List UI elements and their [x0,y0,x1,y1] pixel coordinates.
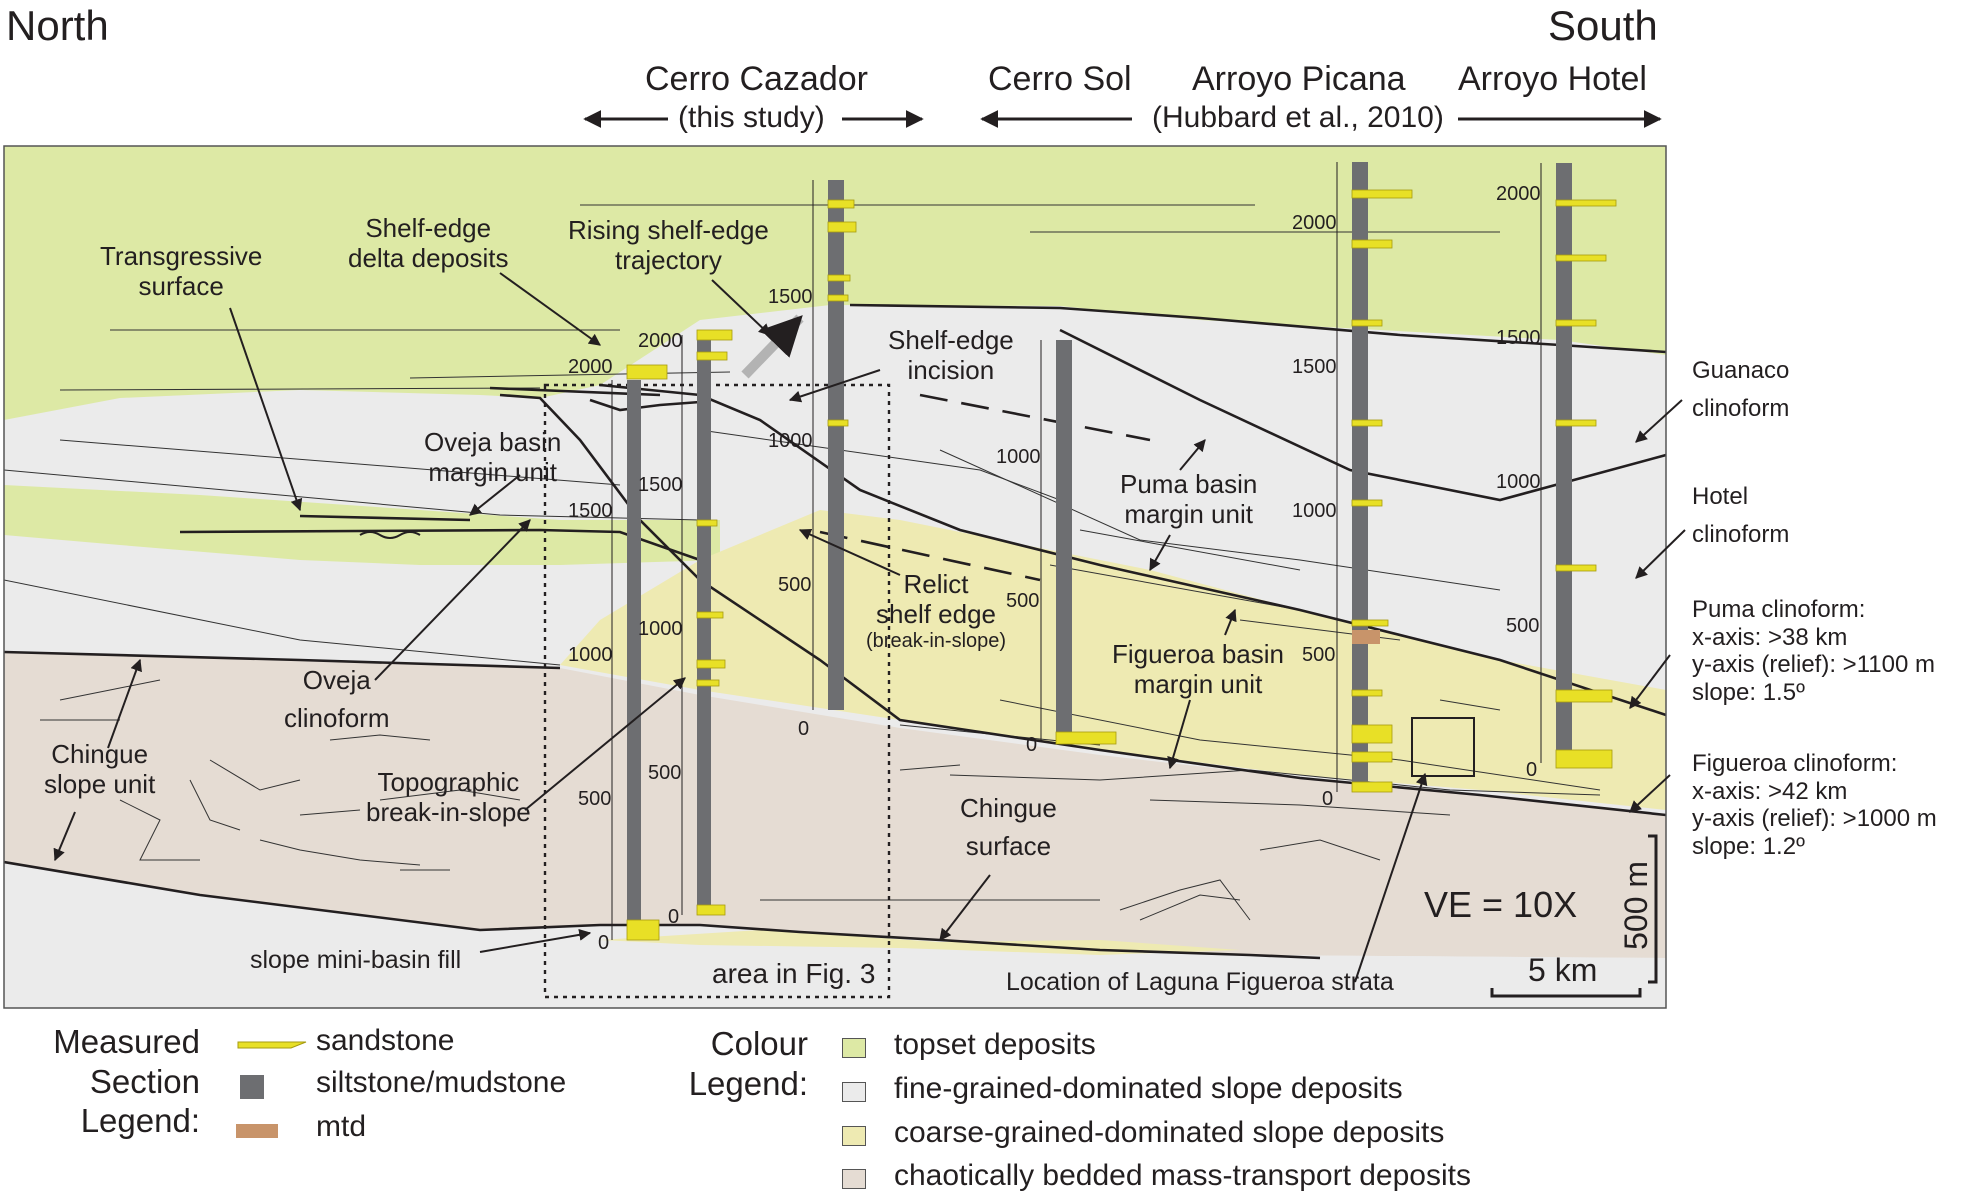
ve-label: VE = 10X [1424,884,1578,925]
s2-tick-500: 500 [648,762,682,784]
s5-tick-0: 0 [1322,788,1334,810]
s4-tick-500: 500 [1006,590,1040,612]
oveja-lower-line [4,650,561,670]
s2-tick-2000: 2000 [638,330,683,352]
scale-km-label: 5 km [1528,952,1598,988]
s5-tick-500: 500 [1302,644,1336,666]
puma-clinoform-line [599,383,1666,717]
cerro-sol-label: Cerro Sol [988,60,1132,98]
arroyo-hotel-label: Arroyo Hotel [1458,60,1647,98]
scale-m-label: 500 m [1618,860,1655,950]
s3-tick-1000: 1000 [768,430,813,452]
s3-tick-1500: 1500 [768,286,813,308]
relict-dash-lower [819,530,1041,582]
arroyo-picana-label: Arroyo Picana [1192,60,1406,98]
legend-coarse-slope: coarse-grained-dominated slope deposits [894,1116,1445,1149]
scale-bar-vertical [1648,834,1658,984]
legend-topset: topset deposits [894,1028,1096,1061]
s1-tick-1000: 1000 [568,644,613,666]
s3-tick-0: 0 [798,718,810,740]
s6-tick-2000: 2000 [1496,183,1541,205]
guanaco-clinoform-line [849,303,1666,354]
s5-tick-1000: 1000 [1292,500,1337,522]
measured-section-2 [697,335,711,915]
s5-tick-2000: 2000 [1292,212,1337,234]
s4-tick-0: 0 [1026,734,1038,756]
mtd-region [4,652,1666,958]
s6-tick-0: 0 [1526,759,1538,781]
legend-mtd-fill: chaotically bedded mass-transport deposi… [894,1159,1471,1192]
laguna-location-label: Location of Laguna Figueroa strata [1006,968,1394,996]
measured-section-1 [627,380,641,940]
relict-dash-upper [919,393,1151,442]
topset-lower-region [4,485,720,565]
legend-sandstone: sandstone [316,1024,455,1057]
fine-slope-swatch [842,1082,866,1102]
s2-tick-1500: 1500 [638,474,683,496]
measured-section-6 [1556,163,1572,763]
measured-section-3 [828,180,844,710]
cerro-cazador-label: Cerro Cazador [645,60,868,98]
south-label: South [1548,2,1658,49]
north-label: North [6,2,109,49]
s1-tick-500: 500 [578,788,612,810]
siltstone-swatch [240,1075,264,1099]
this-study-label: (this study) [678,101,825,134]
s1-tick-0: 0 [598,932,610,954]
transgressive-surface-line [179,528,701,562]
hotel-clinoform-line [1059,328,1666,502]
area-fig3-label: area in Fig. 3 [712,958,876,989]
s5-tick-1500: 1500 [1292,356,1337,378]
topset-swatch [842,1038,866,1058]
mtd-swatch [236,1124,278,1138]
hubbard-label: (Hubbard et al., 2010) [1152,101,1444,134]
s4-tick-1000: 1000 [996,446,1041,468]
s6-tick-500: 500 [1506,615,1540,637]
measured-sections [627,162,1572,940]
s6-tick-1500: 1500 [1496,327,1541,349]
s2-tick-1000: 1000 [638,618,683,640]
measured-section-4 [1056,340,1072,740]
sandstone-swatch [237,1041,307,1049]
s6-tick-1000: 1000 [1496,471,1541,493]
puma-clinoform-label: Puma clinoform:x-axis: >38 km y-axis (re… [1692,596,1935,706]
s1-tick-1500: 1500 [568,500,613,522]
measured-section-5 [1352,162,1368,792]
scale-bar-horizontal [1490,988,1642,998]
area-fig3-box [543,383,891,999]
coarse-slope-swatch [842,1126,866,1146]
legend-siltstone: siltstone/mudstone [316,1066,567,1099]
mtd-fill-swatch [842,1169,866,1189]
s2-tick-0: 0 [668,906,680,928]
legend-mtd: mtd [316,1110,367,1143]
s1-tick-2000: 2000 [568,356,613,378]
chingue-surface-line [4,860,1321,960]
laguna-location-box [1411,717,1475,777]
figueroa-clinoform-label: Figueroa clinoform:x-axis: >42 km y-axis… [1692,750,1937,860]
mini-basin-label: slope mini-basin fill [250,946,462,974]
legend-fine-slope: fine-grained-dominated slope deposits [894,1072,1403,1105]
oveja-clinoform-line [299,514,471,522]
s3-tick-500: 500 [778,574,812,596]
